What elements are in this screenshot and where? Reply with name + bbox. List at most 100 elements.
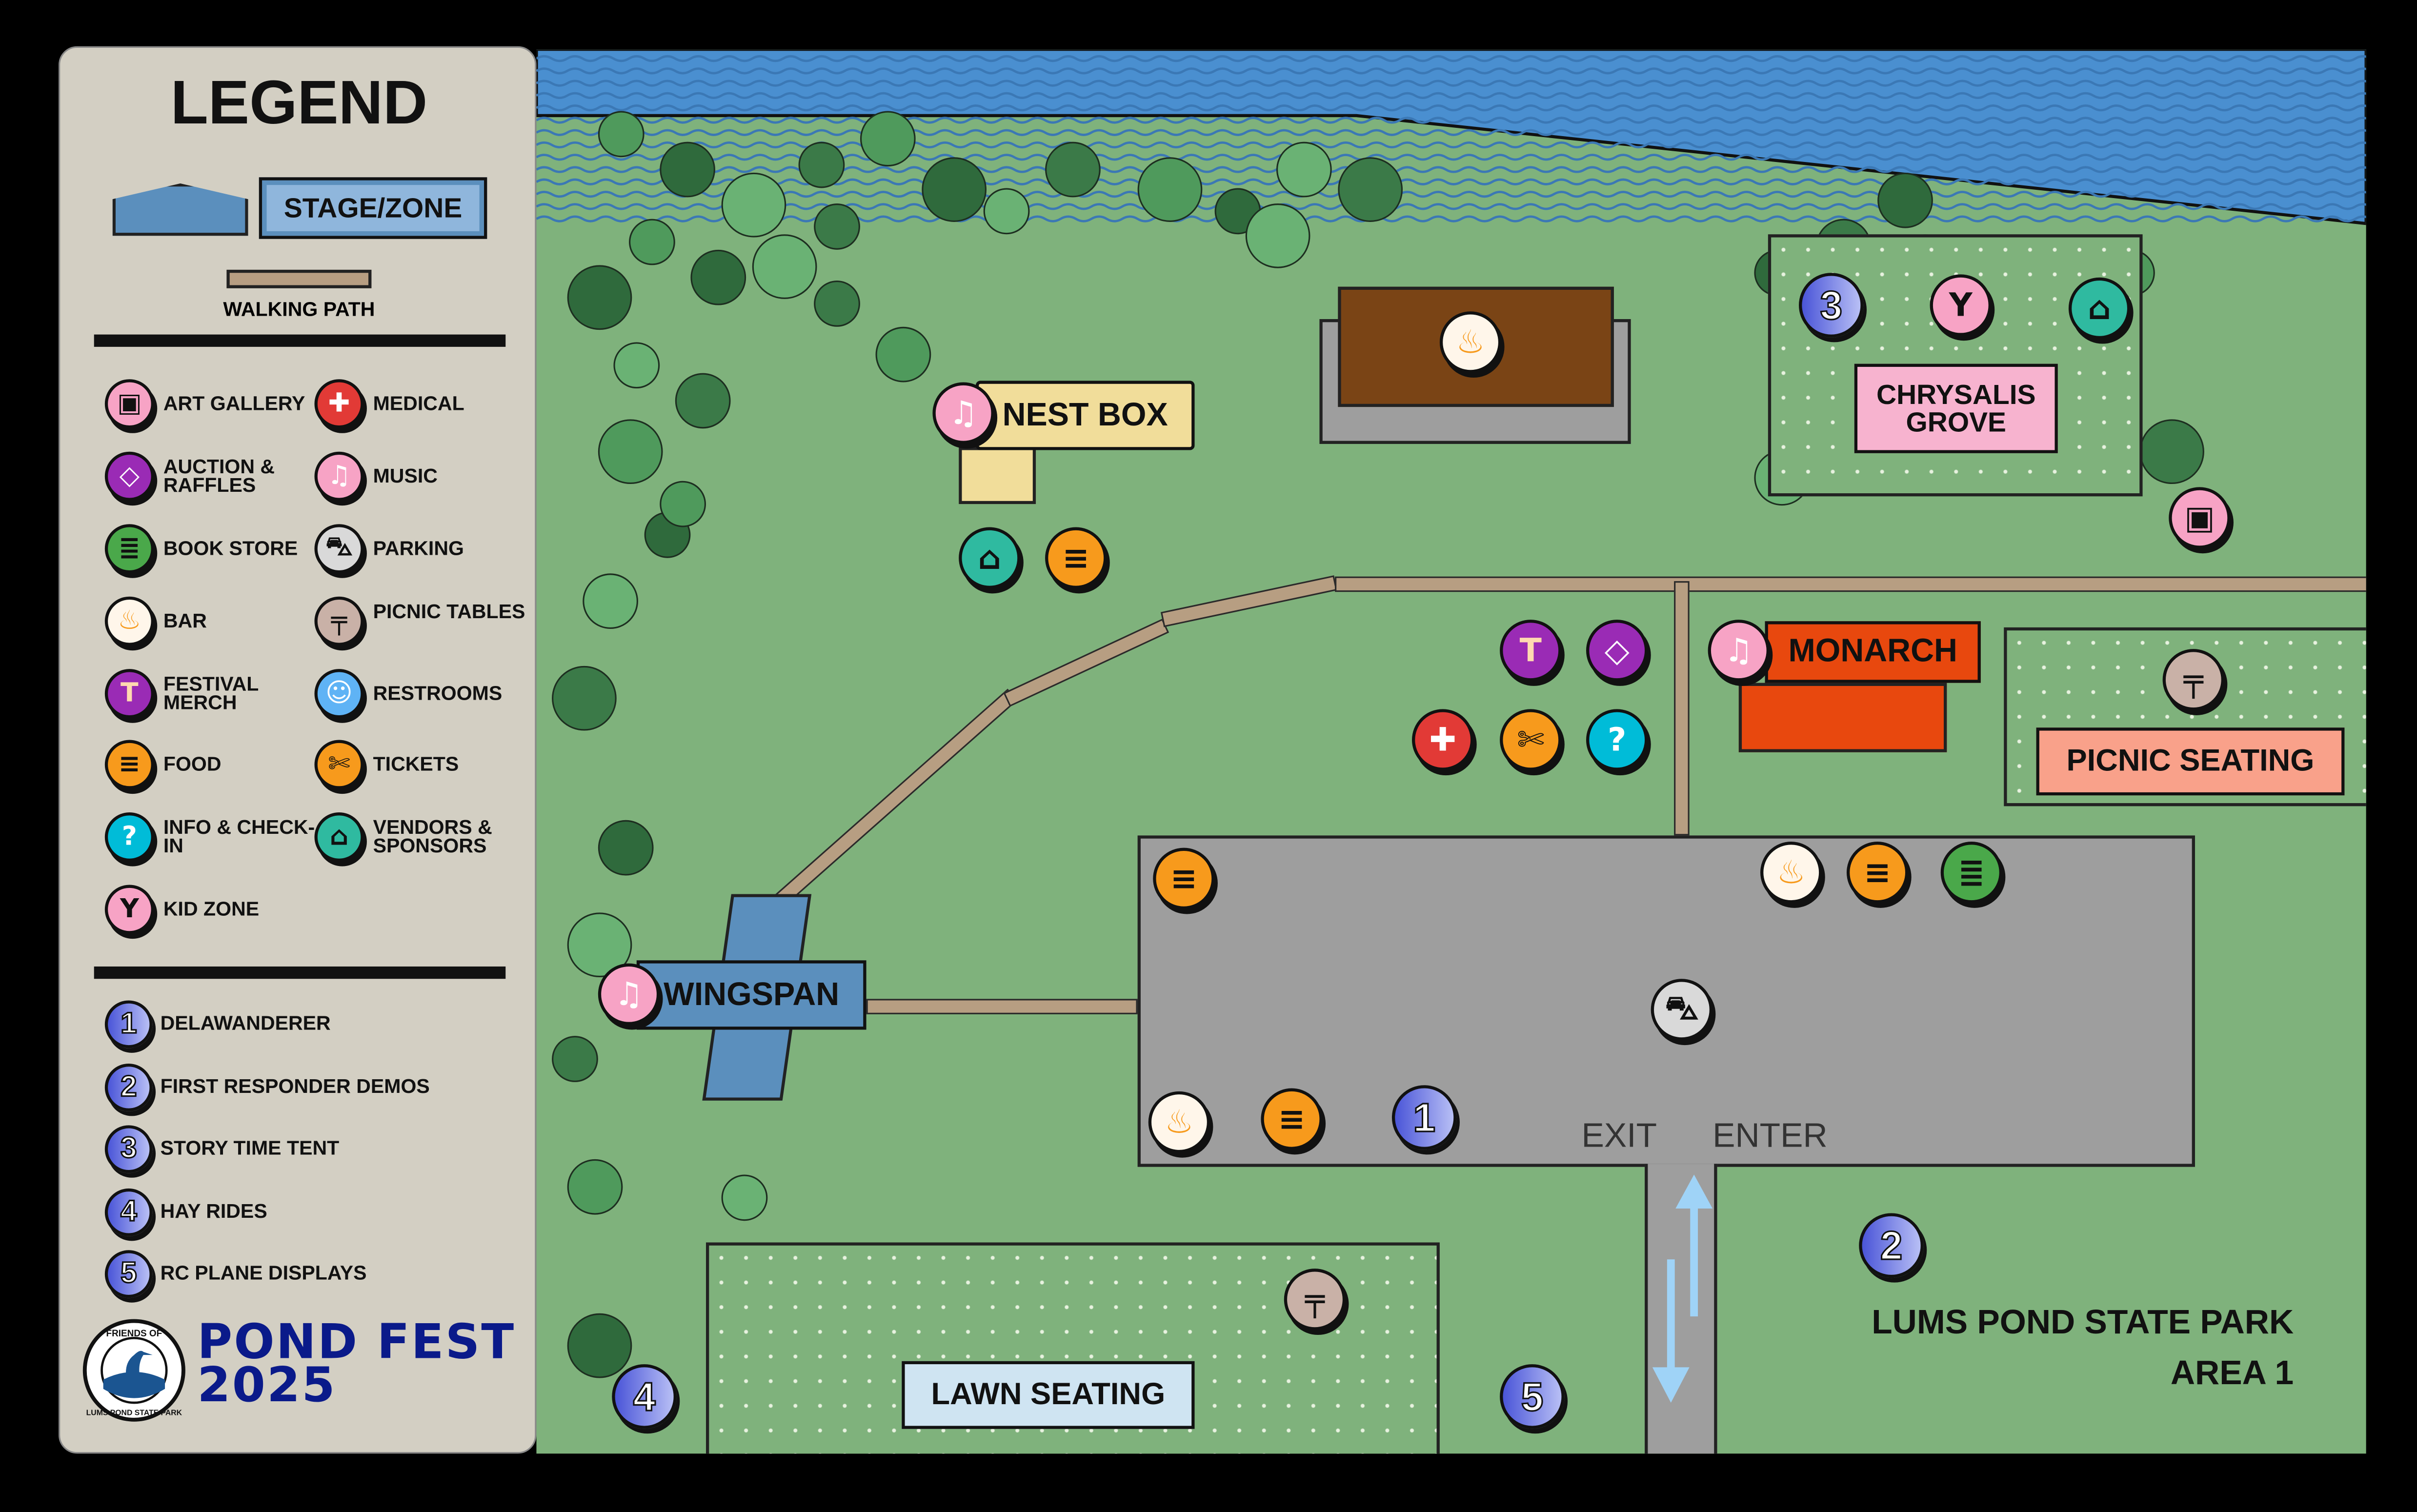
- ticket-icon[interactable]: ✄: [1500, 709, 1562, 771]
- marker-3[interactable]: 3: [1799, 273, 1864, 338]
- shopping-bag-icon[interactable]: ⌂: [959, 527, 1021, 589]
- tree-icon: [552, 1036, 598, 1082]
- info-icon[interactable]: ?: [1586, 709, 1648, 771]
- picnic-table-icon[interactable]: ╤: [2162, 649, 2225, 711]
- tree-icon: [567, 1159, 623, 1215]
- picnic-seating-label[interactable]: PICNIC SEATING: [2036, 727, 2345, 796]
- legend-item-label: FOOD: [163, 752, 222, 776]
- walking-path: [773, 688, 1018, 908]
- car-icon[interactable]: ⛍: [1651, 979, 1713, 1041]
- diamond-icon[interactable]: ◇: [1586, 620, 1648, 682]
- tree-icon: [922, 157, 987, 222]
- tree-icon: [552, 665, 617, 731]
- numbered-item-label: HAY RIDES: [160, 1199, 267, 1223]
- restroom-icon[interactable]: ♨: [1439, 311, 1502, 373]
- medical-icon[interactable]: ✚: [1412, 709, 1474, 771]
- tree-icon: [1137, 157, 1203, 222]
- monarch-label[interactable]: MONARCH: [1765, 621, 1981, 683]
- walking-path: [1160, 575, 1337, 627]
- legend-item-label: VENDORS & SPONSORS: [373, 815, 492, 857]
- ticket-icon: ✄: [314, 740, 364, 789]
- walking-path: [1335, 576, 2366, 592]
- legend-divider: [94, 334, 506, 347]
- chrysalis-grove-label[interactable]: CHRYSALIS GROVE: [1854, 363, 2058, 453]
- tree-icon: [1338, 157, 1403, 222]
- picnic-table-icon[interactable]: ╤: [1284, 1269, 1346, 1331]
- legend-item-label: TICKETS: [373, 752, 459, 776]
- tree-icon: [2139, 419, 2204, 484]
- tree-icon: [983, 188, 1030, 235]
- tree-icon: [583, 573, 638, 629]
- entrance-road: [1645, 1164, 1717, 1454]
- traffic-arrows: [1652, 1174, 1713, 1403]
- tree-icon: [675, 373, 731, 429]
- tshirt-icon: T: [104, 669, 154, 719]
- event-title-line2: 2025: [197, 1358, 337, 1414]
- beer-icon[interactable]: ♨: [1148, 1091, 1210, 1153]
- stage-zone-swatch-icon: [112, 183, 248, 236]
- books-icon[interactable]: ≣: [1940, 842, 2003, 904]
- legend-item-label: INFO & CHECK-IN: [163, 815, 315, 857]
- svg-text:LUMS POND STATE PARK: LUMS POND STATE PARK: [86, 1409, 182, 1417]
- books-icon: ≣: [104, 524, 154, 574]
- numbered-item-label: FIRST RESPONDER DEMOS: [160, 1074, 430, 1098]
- tree-icon: [567, 1313, 632, 1378]
- monarch-stage[interactable]: [1738, 683, 1947, 752]
- music-icon: ♫: [314, 451, 364, 501]
- food-icon[interactable]: ≡: [1153, 847, 1215, 910]
- shopping-bag-icon[interactable]: ⌂: [2068, 277, 2131, 340]
- nest-box-label[interactable]: NEST BOX: [975, 381, 1195, 450]
- tree-icon: [598, 820, 654, 876]
- music-icon[interactable]: ♫: [598, 963, 660, 1026]
- tree-icon: [598, 111, 645, 158]
- wingspan-label[interactable]: WINGSPAN: [636, 960, 866, 1030]
- tree-icon: [721, 1174, 768, 1221]
- legend-item-label: BOOK STORE: [163, 536, 298, 560]
- tree-icon: [629, 219, 675, 265]
- tree-icon: [690, 249, 746, 305]
- legend-divider: [94, 966, 506, 979]
- music-icon[interactable]: ♫: [1708, 620, 1770, 682]
- tree-icon: [721, 172, 786, 238]
- enter-label: ENTER: [1712, 1116, 1828, 1155]
- art-gallery-icon: ▣: [104, 379, 154, 429]
- beer-icon: ♨: [104, 596, 154, 646]
- number-2-icon: 2: [104, 1063, 153, 1111]
- legend-item-label: RESTROOMS: [373, 681, 503, 705]
- tree-icon: [598, 419, 663, 484]
- legend-item-label: FESTIVAL MERCH: [163, 672, 259, 714]
- beer-icon[interactable]: ♨: [1760, 842, 1822, 904]
- legend-item-label: MUSIC: [373, 464, 438, 487]
- tree-icon: [814, 203, 860, 250]
- tree-icon: [567, 912, 632, 978]
- lawn-seating-label[interactable]: LAWN SEATING: [902, 1361, 1195, 1429]
- legend-title: LEGEND: [170, 69, 428, 138]
- marker-4[interactable]: 4: [612, 1364, 677, 1429]
- food-icon[interactable]: ≡: [1261, 1088, 1323, 1150]
- food-icon: ≡: [104, 740, 154, 789]
- walking-path: [866, 999, 1138, 1014]
- food-icon[interactable]: ≡: [1846, 842, 1909, 904]
- legend-item-label: MEDICAL: [373, 391, 464, 415]
- tshirt-icon[interactable]: T: [1500, 620, 1562, 682]
- food-icon[interactable]: ≡: [1045, 527, 1107, 589]
- info-icon: ?: [104, 812, 154, 862]
- tree-icon: [814, 281, 860, 327]
- kid-icon[interactable]: Y: [1930, 274, 1992, 336]
- pond-water: [536, 49, 2366, 225]
- legend-item-label: BAR: [163, 608, 207, 632]
- marker-5[interactable]: 5: [1500, 1364, 1565, 1429]
- medical-icon: ✚: [314, 379, 364, 429]
- music-icon[interactable]: ♫: [932, 382, 994, 444]
- marker-1[interactable]: 1: [1391, 1085, 1457, 1150]
- number-5-icon: 5: [104, 1250, 153, 1298]
- art-gallery-icon[interactable]: ▣: [2169, 487, 2231, 549]
- nest-box-stage[interactable]: [959, 447, 1036, 504]
- event-title-line1: POND FEST: [197, 1314, 516, 1371]
- marker-2[interactable]: 2: [1859, 1213, 1924, 1278]
- number-1-icon: 1: [104, 1000, 153, 1048]
- exit-label: EXIT: [1581, 1116, 1657, 1155]
- tree-icon: [798, 141, 845, 188]
- tree-icon: [875, 326, 931, 383]
